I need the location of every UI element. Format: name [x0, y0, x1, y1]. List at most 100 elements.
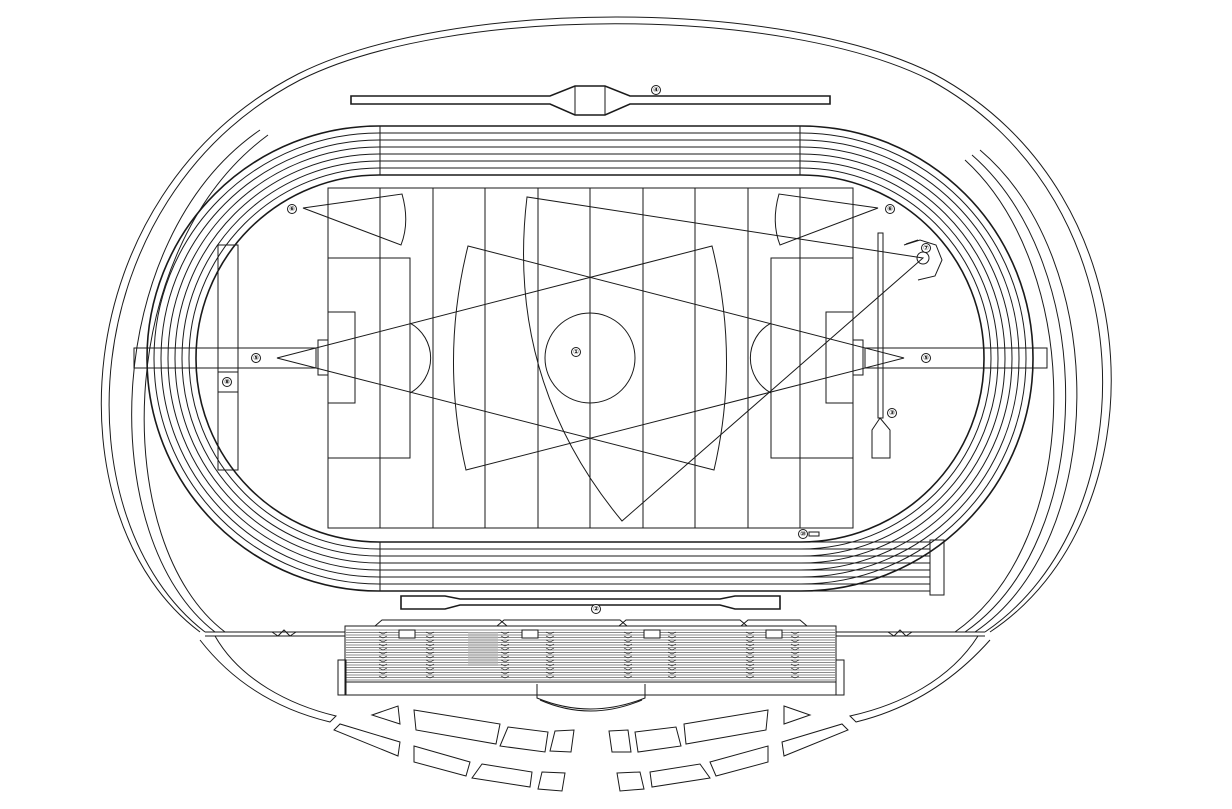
marker-bottom-warmup: ② — [591, 604, 601, 614]
site-boundary — [100, 16, 1112, 633]
aisle-step — [425, 655, 435, 659]
aisle-step — [623, 675, 633, 679]
aisle-step — [545, 659, 555, 663]
marker-center: ① — [571, 347, 581, 357]
aisle-step — [790, 663, 800, 667]
marker-finish: ⑩ — [798, 529, 820, 539]
aisle-step — [425, 647, 435, 651]
aisle-step — [745, 635, 755, 639]
aisle-step — [545, 655, 555, 659]
runway-right — [864, 347, 1048, 369]
marker-top-warmup: ④ — [651, 85, 661, 95]
aisle-step — [623, 671, 633, 675]
goal-right — [852, 339, 864, 376]
aisle-step — [425, 671, 435, 675]
aisle-step — [500, 647, 510, 651]
aisle-step — [378, 647, 388, 651]
aisle-step — [790, 647, 800, 651]
aisle-step — [378, 635, 388, 639]
svg-text:⑦: ⑦ — [923, 244, 929, 252]
svg-text:⑩: ⑩ — [800, 530, 806, 538]
aisle-step — [500, 635, 510, 639]
aisle-step — [500, 663, 510, 667]
aisle-step — [545, 639, 555, 643]
aisle-step — [545, 635, 555, 639]
aisle-step — [623, 643, 633, 647]
aisle-step — [745, 663, 755, 667]
aisle-step — [500, 667, 510, 671]
svg-text:②: ② — [593, 605, 599, 613]
marker-runway-right: ⑤ — [921, 353, 931, 363]
aisle-step — [545, 671, 555, 675]
aisle-step — [378, 667, 388, 671]
aisle-step — [790, 671, 800, 675]
aisle-step — [745, 643, 755, 647]
warmup-track-top — [350, 85, 831, 116]
aisle-step — [745, 667, 755, 671]
marker-pole-vault: ③ — [887, 408, 897, 418]
svg-text:⑧: ⑧ — [224, 378, 230, 386]
aisle-step — [545, 647, 555, 651]
aisle-step — [790, 631, 800, 635]
main-grandstand — [205, 619, 985, 712]
aisle-step — [745, 639, 755, 643]
aisle-step — [500, 651, 510, 655]
aisle-step — [667, 675, 677, 679]
aisle-step — [378, 651, 388, 655]
football-field — [317, 187, 864, 529]
aisle-step — [667, 667, 677, 671]
aisle-step — [545, 663, 555, 667]
aisle-step — [425, 667, 435, 671]
runway-left — [133, 347, 317, 369]
finish-straight-extension — [800, 539, 945, 596]
aisle-step — [790, 675, 800, 679]
aisle-step — [500, 655, 510, 659]
marker-shot-right: ⑥ — [885, 204, 895, 214]
aisle-step — [745, 647, 755, 651]
aisle-step — [745, 651, 755, 655]
aisle-step — [667, 647, 677, 651]
aisle-step — [623, 635, 633, 639]
marker-jump-pit: ⑧ — [222, 377, 232, 387]
aisle-step — [745, 655, 755, 659]
aisle-step — [667, 631, 677, 635]
aisle-step — [425, 631, 435, 635]
aisle-step — [745, 631, 755, 635]
aisle-step — [378, 655, 388, 659]
aisle-step — [378, 675, 388, 679]
aisle-step — [378, 643, 388, 647]
warmup-track-bottom — [400, 595, 781, 610]
aisle-step — [667, 663, 677, 667]
aisle-step — [623, 667, 633, 671]
running-track — [146, 125, 1034, 596]
aisle-step — [790, 643, 800, 647]
aisle-step — [500, 671, 510, 675]
aisle-step — [790, 655, 800, 659]
svg-text:④: ④ — [653, 86, 659, 94]
aisle-step — [623, 647, 633, 651]
aisle-step — [378, 663, 388, 667]
aisle-step — [623, 651, 633, 655]
aisle-step — [623, 655, 633, 659]
aisle-step — [667, 635, 677, 639]
aisle-step — [378, 631, 388, 635]
marker-throwing-circle: ⑦ — [921, 243, 931, 253]
press-box-shaded — [468, 632, 498, 666]
penalty-area-left — [327, 257, 411, 459]
center-circle — [544, 312, 636, 404]
aisle-step — [623, 659, 633, 663]
aisle-step — [790, 667, 800, 671]
aisle-step — [623, 631, 633, 635]
aisle-step — [745, 659, 755, 663]
aisle-step — [667, 643, 677, 647]
aisle-step — [500, 631, 510, 635]
aisle-step — [425, 643, 435, 647]
penalty-area-right — [770, 257, 854, 459]
aisle-step — [545, 631, 555, 635]
jump-runway-left — [217, 244, 239, 471]
goal-left — [317, 339, 329, 376]
entrance-plaza-paving — [199, 635, 991, 792]
aisle-step — [790, 651, 800, 655]
svg-text:⑥: ⑥ — [887, 205, 893, 213]
